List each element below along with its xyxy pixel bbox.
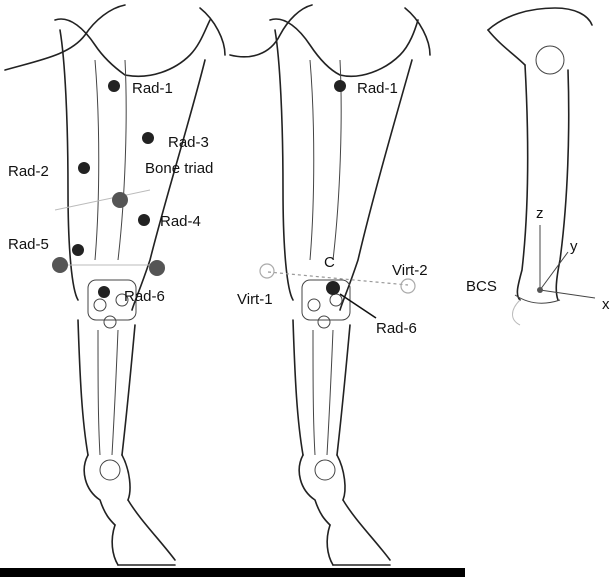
ground-line bbox=[0, 568, 465, 577]
label-z: z bbox=[536, 205, 544, 222]
label-x: x bbox=[602, 296, 610, 313]
marker-rad-6-middle bbox=[326, 281, 340, 295]
label-rad-6-left: Rad-6 bbox=[124, 288, 165, 305]
marker-rad-1-middle bbox=[334, 80, 346, 92]
label-rad-2: Rad-2 bbox=[8, 163, 49, 180]
label-bcs: BCS bbox=[466, 278, 497, 295]
marker-rad-6 bbox=[98, 286, 110, 298]
label-rad-5: Rad-5 bbox=[8, 236, 49, 253]
marker-rad-4 bbox=[138, 214, 150, 226]
label-center-c: C bbox=[324, 254, 335, 271]
virtual-marker-2 bbox=[401, 279, 415, 293]
label-rad-6-middle: Rad-6 bbox=[376, 320, 417, 337]
label-virt-2: Virt-2 bbox=[392, 262, 428, 279]
marker-triad-left bbox=[52, 257, 68, 273]
marker-triad-right bbox=[149, 260, 165, 276]
marker-bone-triad bbox=[112, 192, 128, 208]
middle-labels: Rad-1 C Virt-2 Virt-1 Rad-6 bbox=[237, 80, 428, 337]
bcs-origin bbox=[537, 287, 543, 293]
marker-rad-5 bbox=[72, 244, 84, 256]
marker-rad-2 bbox=[78, 162, 90, 174]
x-axis bbox=[540, 290, 595, 298]
label-bone-triad: Bone triad bbox=[145, 160, 213, 177]
virtual-marker-1 bbox=[260, 264, 274, 278]
rad-6-leader-line bbox=[340, 294, 376, 318]
marker-rad-1 bbox=[108, 80, 120, 92]
marker-rad-3 bbox=[142, 132, 154, 144]
label-y: y bbox=[570, 238, 578, 255]
y-axis bbox=[540, 252, 568, 290]
label-rad-4: Rad-4 bbox=[160, 213, 201, 230]
label-rad-1-middle: Rad-1 bbox=[357, 80, 398, 97]
left-labels: Rad-1 Rad-2 Rad-3 Bone triad Rad-4 Rad-5… bbox=[8, 80, 213, 305]
label-virt-1: Virt-1 bbox=[237, 291, 273, 308]
label-rad-3: Rad-3 bbox=[168, 134, 209, 151]
right-bone-drawing bbox=[488, 8, 595, 325]
label-rad-1-left: Rad-1 bbox=[132, 80, 173, 97]
